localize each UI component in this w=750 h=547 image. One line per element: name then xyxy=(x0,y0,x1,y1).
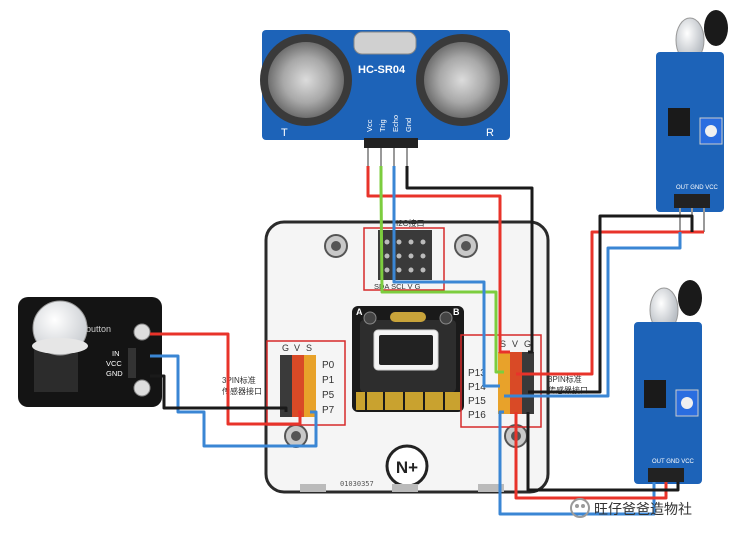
right-header-g: G xyxy=(524,339,531,349)
left-caption-line1: 3PIN标准 xyxy=(222,375,256,385)
right-header-v: V xyxy=(512,339,518,349)
brand-logo: N+ xyxy=(385,444,429,488)
wire-ir-bottom-out xyxy=(498,410,656,516)
i2c-header: I2C接口 SDA SCL V G xyxy=(363,218,445,291)
pin-p16: P16 xyxy=(468,410,486,421)
pin-p13: P13 xyxy=(468,368,486,379)
left-3pin-header: G V S P0 P1 P5 P7 3PIN标准 传感器接口 xyxy=(222,340,346,426)
button-module: button IN VCC GND xyxy=(18,297,162,407)
wire-ultrasonic-vcc xyxy=(366,166,510,354)
right-caption-line1: 3PIN标准 xyxy=(548,374,582,384)
sensor-pin-gnd: Gnd xyxy=(404,118,413,132)
right-header-s: S xyxy=(500,339,506,349)
ir-top-pin-labels: OUT GND VCC xyxy=(676,185,719,191)
left-header-v: V xyxy=(294,343,300,353)
wire-ir-top-vcc xyxy=(516,230,704,376)
left-header-s: S xyxy=(306,343,312,353)
sensor-pin-trig: Trig xyxy=(378,119,387,132)
wire-ir-top-out xyxy=(504,232,682,398)
watermark: 旺仔爸爸造物社 xyxy=(570,498,692,518)
button-module-title: button xyxy=(86,324,111,334)
sensor-label-r: R xyxy=(486,127,494,139)
wire-button-gnd xyxy=(150,374,288,412)
button-b-label: B xyxy=(453,307,460,317)
brand-logo-text: N+ xyxy=(396,458,418,477)
wire-ir-top-gnd xyxy=(528,214,694,394)
left-caption-line2: 传感器接口 xyxy=(222,386,262,396)
ultrasonic-sensor: HC-SR04 T R Vcc Trig Echo Gnd xyxy=(260,30,510,166)
mounting-hole xyxy=(454,234,478,258)
mounting-hole xyxy=(284,424,308,448)
button-pin-gnd: GND xyxy=(106,369,123,378)
wire-button-vcc xyxy=(150,332,302,426)
sensor-label-t: T xyxy=(281,127,288,139)
pin-p14: P14 xyxy=(468,382,486,393)
left-header-g: G xyxy=(282,343,289,353)
microbit: A B xyxy=(352,306,464,412)
button-a-label: A xyxy=(356,307,363,317)
expansion-board: I2C接口 SDA SCL V G A B G V S xyxy=(222,218,588,494)
ir-bottom-pin-labels: OUT GND VCC xyxy=(652,459,695,465)
pin-p1: P1 xyxy=(322,375,335,386)
ir-sensor-module-bottom: OUT GND VCC xyxy=(634,280,702,484)
i2c-label: I2C接口 xyxy=(396,218,424,228)
right-3pin-header: S V G P13 P14 P15 P16 3PIN标准 传感器接口 xyxy=(460,334,588,428)
pin-p15: P15 xyxy=(468,396,486,407)
wire-ultrasonic-trig xyxy=(379,166,504,374)
right-caption-line2: 传感器接口 xyxy=(548,385,588,395)
pin-p5: P5 xyxy=(322,390,335,401)
sensor-pin-echo: Echo xyxy=(391,115,400,132)
mounting-hole xyxy=(324,234,348,258)
sensor-model: HC-SR04 xyxy=(358,64,406,76)
pin-p7: P7 xyxy=(322,405,335,416)
wire-ir-bottom-gnd xyxy=(526,412,680,492)
i2c-pin-labels: SDA SCL V G xyxy=(374,282,421,291)
pin-p0: P0 xyxy=(322,360,335,371)
watermark-text: 旺仔爸爸造物社 xyxy=(594,501,692,517)
wire-ultrasonic-gnd xyxy=(405,166,534,354)
ir-sensor-module-top: OUT GND VCC xyxy=(656,10,728,232)
sensor-pin-vcc: Vcc xyxy=(365,119,374,132)
button-pin-in: IN xyxy=(112,349,120,358)
wire-button-in xyxy=(150,354,318,448)
wires xyxy=(150,166,704,516)
board-serial: 01030357 xyxy=(340,480,374,488)
button-pin-vcc: VCC xyxy=(106,359,122,368)
wire-ultrasonic-echo xyxy=(392,166,500,388)
